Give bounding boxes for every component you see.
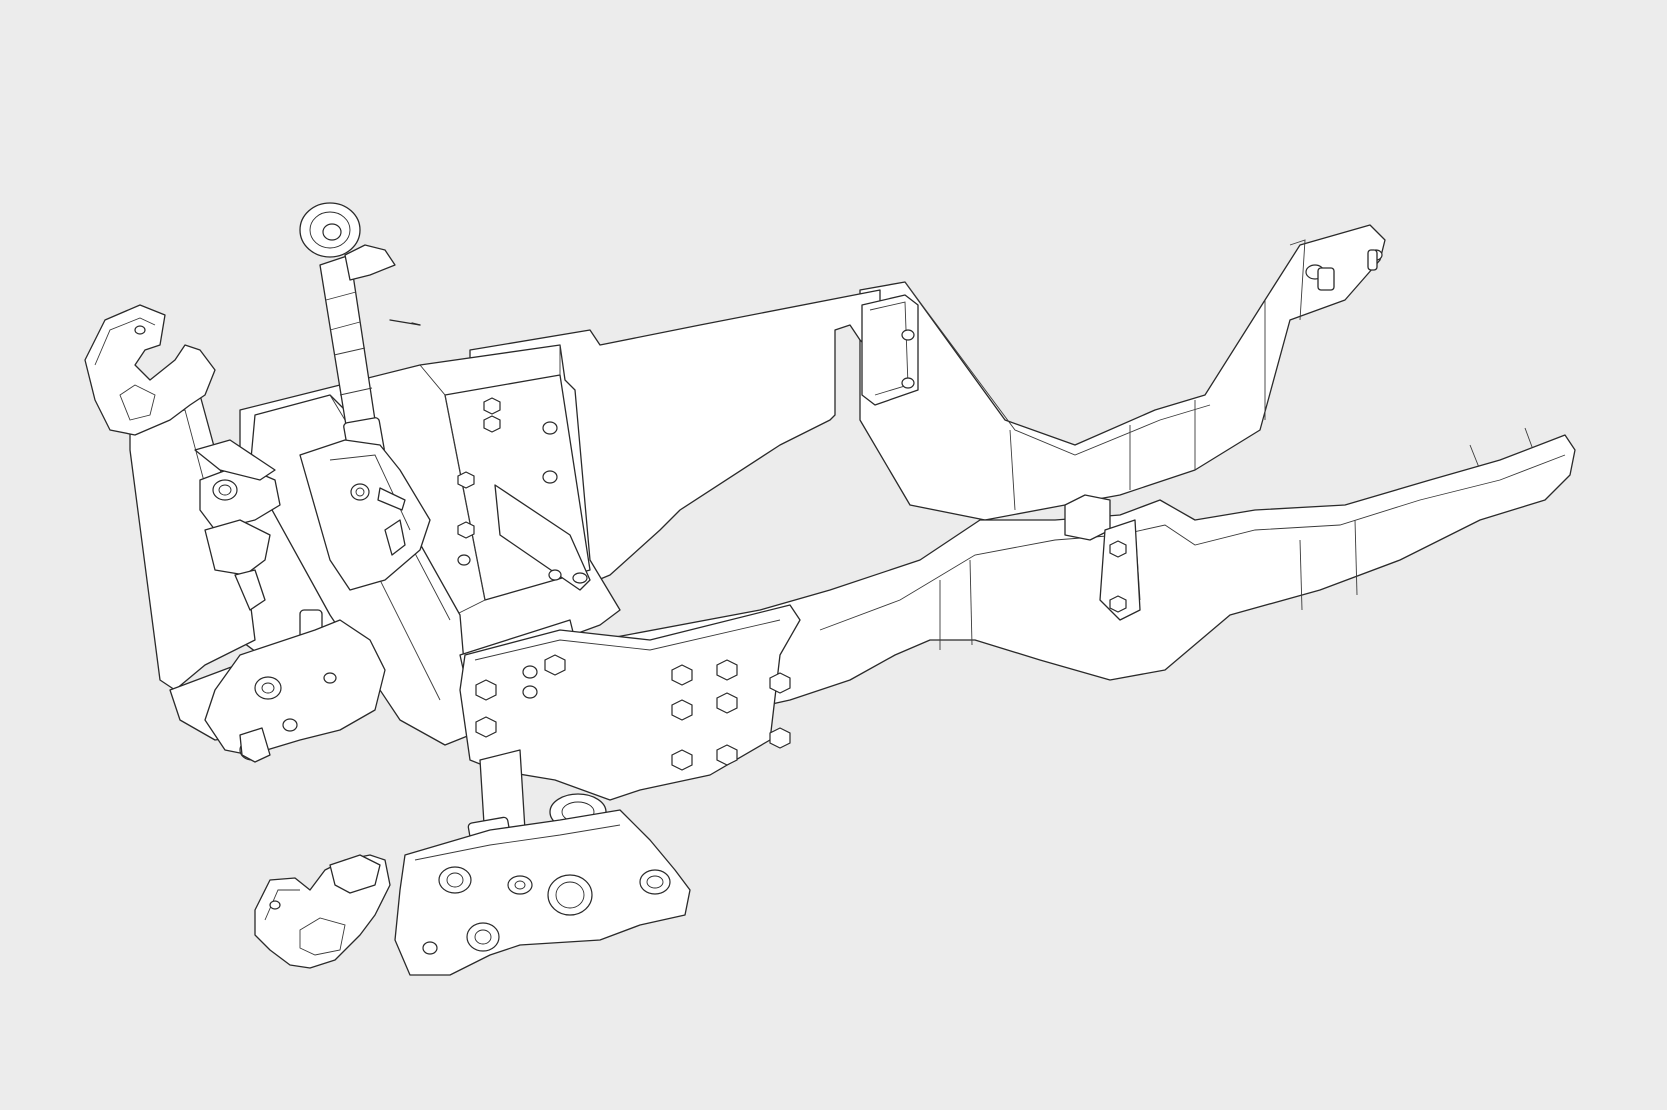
cross-member-bracket (1064, 494, 1141, 621)
lower-link-right (394, 809, 691, 976)
top-link-eye (299, 202, 396, 281)
top-link-bracket-bolts (457, 397, 562, 581)
front-bolt-plate (459, 604, 801, 801)
lower-hook (254, 854, 391, 969)
rear-upper-rail (859, 224, 1386, 521)
upper-hook (84, 304, 216, 436)
engine-mount-block (861, 294, 919, 406)
lower-link-left (204, 619, 386, 763)
plate-bolts (475, 654, 791, 771)
top-link-mount (299, 319, 431, 591)
